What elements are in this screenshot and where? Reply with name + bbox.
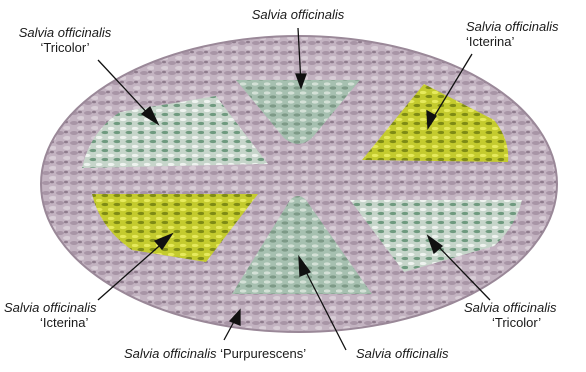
label-bottom-purple-cultivar: ‘Purpurescens’	[220, 346, 306, 361]
label-top-left-species: Salvia officinalis	[4, 25, 126, 40]
label-bottom-right: Salvia officinalis ‘Tricolor’	[464, 300, 584, 330]
label-top-center: Salvia officinalis	[236, 7, 360, 22]
label-bottom-center-species: Salvia officinalis	[356, 346, 449, 361]
label-bottom-purple: Salvia officinalis ‘Purpurescens’	[124, 346, 344, 361]
label-top-left-cultivar: ‘Tricolor’	[4, 40, 126, 55]
label-top-right-cultivar: ‘Icterina’	[466, 34, 584, 49]
label-bottom-right-cultivar: ‘Tricolor’	[464, 315, 584, 330]
label-bottom-left-cultivar: ‘Icterina’	[4, 315, 128, 330]
label-bottom-center: Salvia officinalis	[356, 346, 480, 361]
label-bottom-left: Salvia officinalis ‘Icterina’	[4, 300, 128, 330]
purple-divider-horizontal	[40, 170, 560, 192]
label-bottom-purple-species: Salvia officinalis	[124, 346, 217, 361]
label-bottom-left-species: Salvia officinalis	[4, 300, 128, 315]
label-top-right: Salvia officinalis ‘Icterina’	[466, 19, 584, 49]
label-bottom-right-species: Salvia officinalis	[464, 300, 584, 315]
label-top-center-species: Salvia officinalis	[252, 7, 345, 22]
label-top-left: Salvia officinalis ‘Tricolor’	[4, 25, 126, 55]
label-top-right-species: Salvia officinalis	[466, 19, 584, 34]
